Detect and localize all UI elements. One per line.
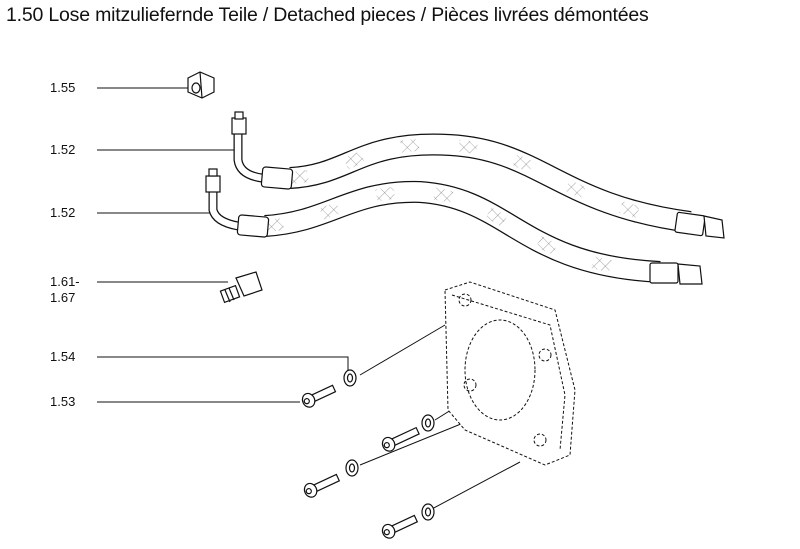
flange-plate bbox=[444, 281, 576, 466]
callout-label-1-52-upper: 1.52 bbox=[50, 142, 76, 157]
callout-label-1-54: 1.54 bbox=[50, 349, 76, 364]
callout-label-1-53: 1.53 bbox=[50, 394, 76, 409]
callout-label-1-61: 1.61- bbox=[50, 274, 80, 289]
hose-upper bbox=[231, 111, 725, 239]
callout-label-1-67: 1.67 bbox=[50, 290, 76, 305]
socket-screws bbox=[301, 384, 420, 539]
washers bbox=[343, 369, 435, 521]
leader-lines bbox=[97, 87, 521, 511]
callout-label-1-55: 1.55 bbox=[50, 80, 76, 95]
nut-part bbox=[187, 71, 215, 99]
callout-label-1-52-lower: 1.52 bbox=[50, 205, 76, 220]
adapter-fitting bbox=[219, 271, 263, 304]
page-title: 1.50 Lose mitzuliefernde Teile / Detache… bbox=[6, 4, 649, 26]
hose-lower bbox=[205, 168, 703, 285]
